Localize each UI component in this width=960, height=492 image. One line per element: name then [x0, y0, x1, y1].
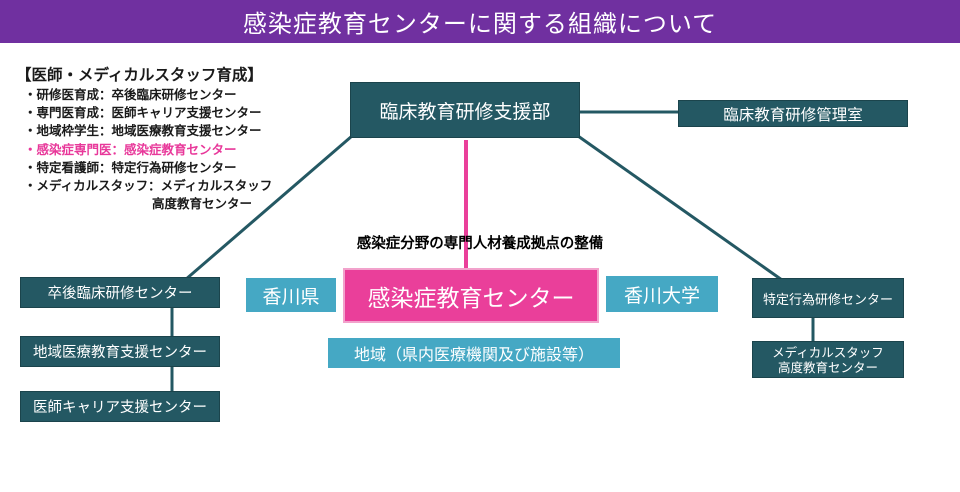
regional-center-box: 地域医療教育支援センター: [20, 336, 220, 367]
center-subtitle: 感染症分野の専門人材養成拠点の整備: [356, 236, 604, 252]
medstaff-center-box: メディカルスタッフ 高度教育センター: [752, 341, 904, 378]
list-item: ・メディカルスタッフ：メディカルスタッフ: [24, 178, 273, 194]
list-item: ・地域枠学生：地域医療教育支援センター: [24, 123, 262, 139]
main-dept-box: 臨床教育研修支援部: [350, 82, 580, 138]
list-item: ・専門医育成：医師キャリア支援センター: [24, 105, 262, 121]
page-title: 感染症教育センターに関する組織について: [0, 0, 960, 43]
training-list: 【医師・メディカルスタッフ育成】 ・研修医育成：卒後臨床研修センター ・専門医育…: [16, 64, 306, 213]
connector-main-to-postgrad: [184, 134, 353, 282]
connector-main-to-specified: [577, 134, 783, 282]
kagawa-univ-box: 香川大学: [606, 276, 718, 312]
specified-center-box: 特定行為研修センター: [752, 278, 904, 318]
career-center-box: 医師キャリア支援センター: [20, 391, 220, 422]
list-item: ・特定看護師：特定行為研修センター: [24, 159, 237, 175]
training-list-heading: 【医師・メディカルスタッフ育成】: [16, 66, 263, 84]
medstaff-center-line2: 高度教育センター: [777, 359, 878, 375]
medstaff-center-line1: メディカルスタッフ: [772, 344, 884, 360]
list-item: ・研修医育成：卒後臨床研修センター: [24, 87, 237, 102]
postgrad-center-box: 卒後臨床研修センター: [20, 277, 220, 308]
kagawa-pref-box: 香川県: [246, 278, 336, 312]
infection-center-box: 感染症教育センター: [343, 268, 599, 323]
list-item-continuation: 高度教育センター: [152, 196, 253, 212]
community-box: 地域（県内医療機関及び施設等）: [328, 338, 620, 368]
list-item-highlighted: ・感染症専門医：感染症教育センター: [24, 141, 237, 157]
mgmt-office-box: 臨床教育研修管理室: [678, 100, 908, 127]
